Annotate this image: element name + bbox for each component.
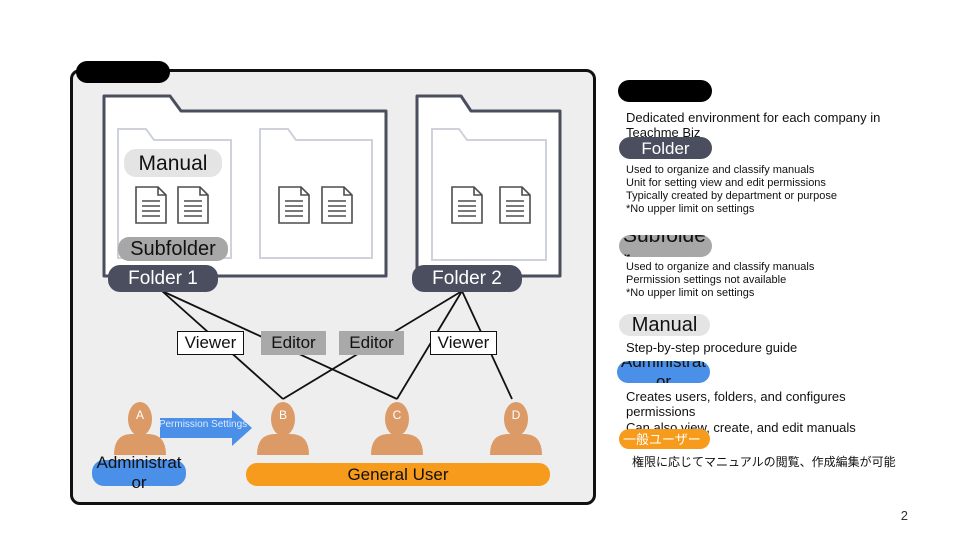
user-letter-c: C [393,408,402,422]
company-tab [76,61,170,83]
editor-role-box: Editor [261,331,326,355]
legend-folder-line: Used to organize and classify manuals [626,164,815,176]
inner-folder-outline-icon [259,128,373,259]
document-icon [177,186,209,224]
user-icon [257,402,309,455]
legend-company-desc: Dedicated environment for each company i… [626,110,881,140]
legend-admin-label: Administrator [620,361,707,383]
legend-folder-line: Typically created by department or purpo… [626,190,837,202]
arrow-label: Permission Settings [159,419,247,430]
legend-subfolder-label: Subfolder [623,235,706,257]
user-icon [490,402,542,455]
document-icon [321,186,353,224]
editor-role-box: Editor [339,331,404,355]
user-letter-d: D [512,408,521,422]
general-user-pill: General User [246,463,550,486]
legend-folder-pill: Folder [619,137,712,159]
legend-manual-pill: Manual [619,314,710,336]
legend-subfolder-line: *No upper limit on settings [626,287,755,299]
legend-general-desc: 権限に応じてマニュアルの閲覧、作成編集が可能 [632,455,896,469]
legend-folder-line: Unit for setting view and edit permissio… [626,177,826,189]
admin-pill-label: Administrator [96,453,182,492]
document-icon [499,186,531,224]
subfolder-pill: Subfolder [118,237,228,261]
user-icon [371,402,423,455]
user-letter-a: A [136,408,144,422]
legend-general-pill: 一般ユーザー [619,429,710,449]
folder2-pill: Folder 2 [412,265,522,292]
line-f2-c [396,290,463,400]
legend-manual-desc: Step-by-step procedure guide [626,340,798,355]
viewer-role-box: Viewer [430,331,497,355]
document-icon [135,186,167,224]
manual-pill: Manual [124,149,222,177]
legend-subfolder-pill: Subfolder [619,235,712,257]
user-icon [114,402,166,455]
legend-admin-desc: Creates users, folders, and configures p… [626,389,846,419]
folder1-pill: Folder 1 [108,265,218,292]
page-number: 2 [900,508,908,523]
document-icon [451,186,483,224]
arrow-right-icon [160,410,252,446]
folder2-inner-outline-icon [431,128,547,261]
document-icon [278,186,310,224]
user-letter-b: B [279,408,287,422]
viewer-role-box: Viewer [177,331,244,355]
legend-company-tab [618,80,712,102]
legend-admin-pill: Administrator [617,361,710,383]
legend-subfolder-line: Permission settings not available [626,274,787,286]
legend-subfolder-line: Used to organize and classify manuals [626,261,815,273]
admin-pill: Administrator [92,453,186,492]
legend-folder-line: *No upper limit on settings [626,203,755,215]
